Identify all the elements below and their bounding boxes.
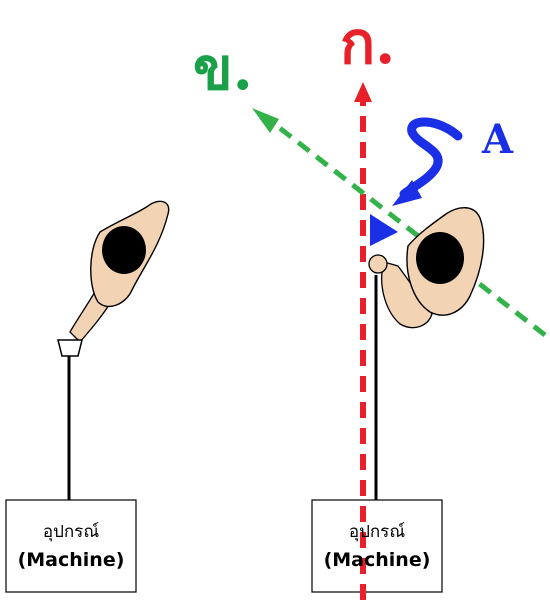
machine-box-right xyxy=(311,499,443,593)
person-right-hand xyxy=(368,254,388,274)
angle-wedge-icon xyxy=(370,214,398,246)
red-axis-arrowhead xyxy=(354,82,372,102)
machine-left-thai: อุปกรณ์ xyxy=(42,522,100,542)
green-axis-label: ข. xyxy=(193,35,253,103)
person-right xyxy=(368,207,485,329)
person-left xyxy=(57,200,170,357)
person-right-head xyxy=(416,232,464,284)
person-left-hand xyxy=(57,339,83,357)
red-axis-label: ก. xyxy=(340,9,396,77)
person-left-head xyxy=(102,226,146,274)
green-axis-arrowhead xyxy=(252,108,279,133)
angle-label: A xyxy=(482,116,514,163)
curved-arrow-head xyxy=(392,180,422,206)
curved-arrow-icon xyxy=(399,117,463,199)
machine-right-thai: อุปกรณ์ xyxy=(348,522,406,542)
machine-right-english: (Machine) xyxy=(323,549,431,571)
green-axis-line xyxy=(270,120,547,337)
machine-left-english: (Machine) xyxy=(17,549,125,571)
machine-label-right: อุปกรณ์ (Machine) xyxy=(312,518,442,571)
machine-box-left xyxy=(5,499,137,593)
machine-label-left: อุปกรณ์ (Machine) xyxy=(6,518,136,571)
